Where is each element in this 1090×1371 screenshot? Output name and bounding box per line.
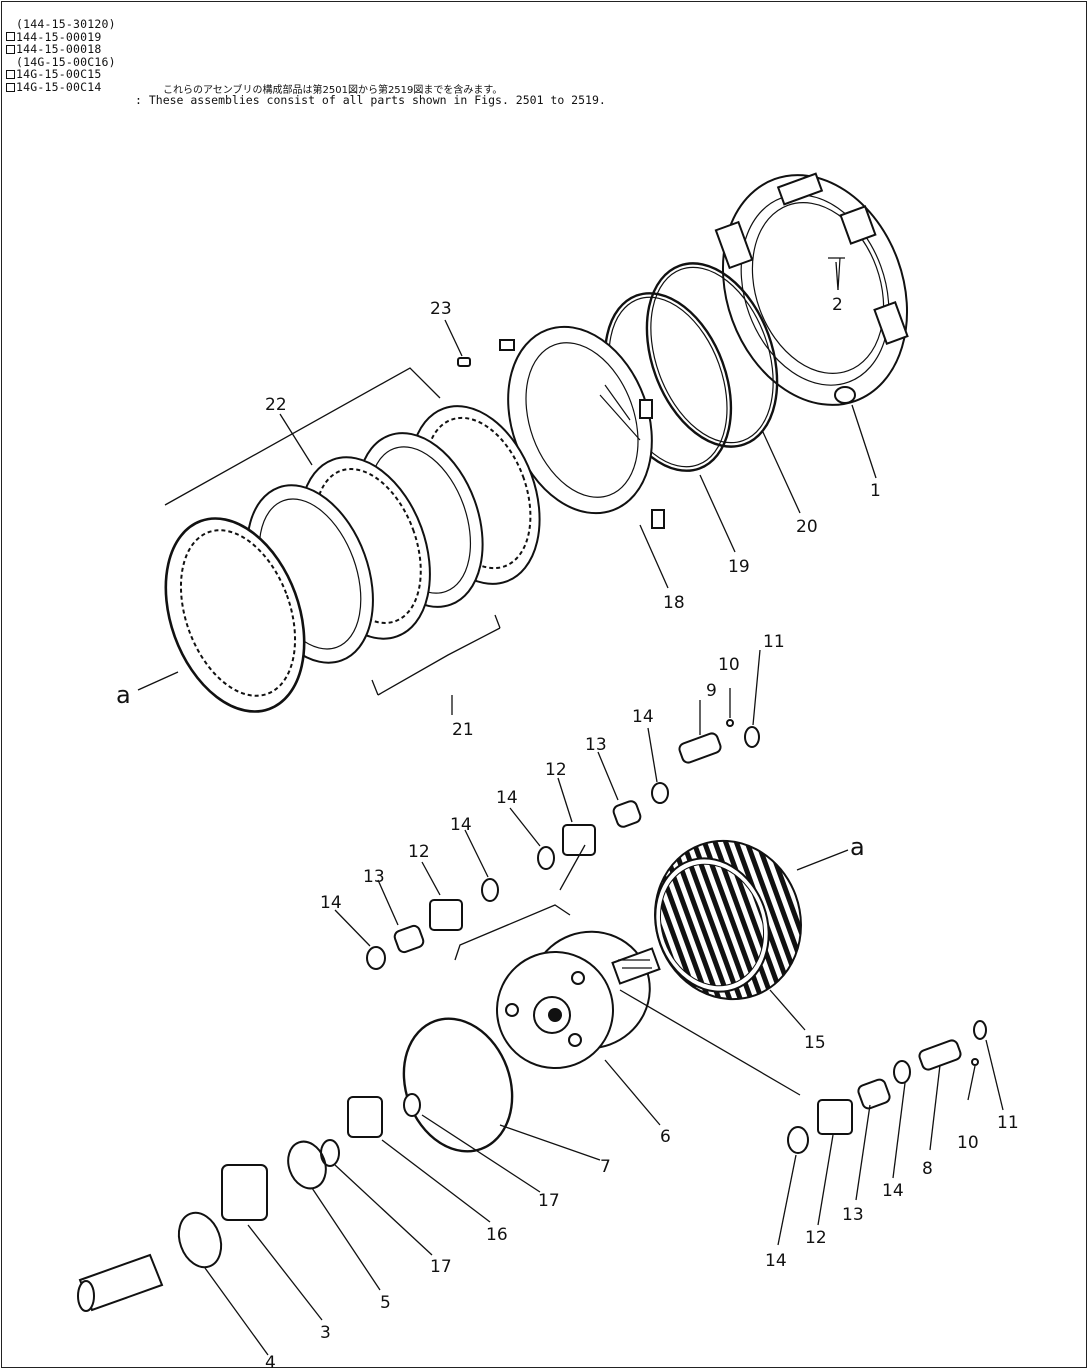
label-9: 9 bbox=[706, 681, 717, 701]
label-6: 6 bbox=[660, 1127, 671, 1147]
label-21: 21 bbox=[452, 720, 474, 740]
part-number-line: 144-15-00018 bbox=[6, 43, 116, 56]
label-a-disc: a bbox=[116, 681, 131, 709]
label-14-b: 14 bbox=[496, 788, 518, 808]
note-english: : These assemblies consist of all parts … bbox=[135, 93, 606, 107]
label-13-c: 13 bbox=[842, 1205, 864, 1225]
label-12-c: 12 bbox=[805, 1228, 827, 1248]
friction-disc-stack bbox=[164, 405, 541, 713]
carrier-part-6 bbox=[496, 930, 661, 1069]
label-23: 23 bbox=[430, 299, 452, 319]
part-number-line: 14G-15-00C14 bbox=[6, 81, 116, 94]
snap-ring-part-20 bbox=[645, 262, 779, 448]
label-8: 8 bbox=[922, 1159, 933, 1179]
part-number-list: (144-15-30120) 144-15-00019 144-15-00018… bbox=[6, 18, 116, 94]
ring-gear-part-15 bbox=[654, 839, 802, 1001]
part-number-line: (14G-15-00C16) bbox=[16, 54, 116, 69]
label-13-a: 13 bbox=[585, 735, 607, 755]
checkbox-square-icon bbox=[6, 44, 15, 54]
note-japanese: これらのアセンブリの構成部品は第2501図から第2519図までを含みます。 bbox=[163, 85, 503, 96]
label-17-b: 17 bbox=[430, 1257, 452, 1277]
label-5: 5 bbox=[380, 1293, 391, 1313]
label-10-upper: 10 bbox=[718, 655, 740, 675]
label-19: 19 bbox=[728, 557, 750, 577]
checkbox-square-icon bbox=[6, 70, 15, 80]
checkbox-square-icon bbox=[6, 82, 15, 92]
label-15: 15 bbox=[804, 1033, 826, 1053]
part-number-line: 144-15-00019 bbox=[6, 30, 116, 44]
label-17-a: 17 bbox=[538, 1191, 560, 1211]
label-10-lower: 10 bbox=[957, 1133, 979, 1153]
label-12-a: 12 bbox=[545, 760, 567, 780]
label-3: 3 bbox=[320, 1323, 331, 1343]
part-number-line: 14G-15-00C15 bbox=[6, 68, 116, 81]
label-12-b: 12 bbox=[408, 842, 430, 862]
label-20: 20 bbox=[796, 517, 818, 537]
label-14-e: 14 bbox=[882, 1181, 904, 1201]
housing-part-1 bbox=[714, 172, 909, 406]
label-14-a: 14 bbox=[632, 707, 654, 727]
label-22: 22 bbox=[265, 395, 287, 415]
leader-lines bbox=[137, 261, 1004, 1356]
callout-labels: 1 2 3 4 5 6 7 8 9 10 10 11 11 12 12 12 1… bbox=[116, 295, 1019, 1371]
end-plate-part-18 bbox=[499, 325, 665, 529]
label-14-c: 14 bbox=[450, 815, 472, 835]
label-13-b: 13 bbox=[363, 867, 385, 887]
label-4: 4 bbox=[265, 1353, 276, 1371]
pinion-lower-group bbox=[787, 1020, 987, 1154]
label-7: 7 bbox=[600, 1157, 611, 1177]
checkbox-square-icon bbox=[6, 32, 15, 42]
label-2: 2 bbox=[832, 295, 843, 315]
part-number-line: (144-15-30120) bbox=[16, 17, 116, 31]
shaft-gear-group bbox=[77, 1093, 421, 1312]
label-11-lower: 11 bbox=[997, 1113, 1019, 1133]
label-14-f: 14 bbox=[765, 1251, 787, 1271]
pin-part-23 bbox=[457, 357, 471, 367]
label-18: 18 bbox=[663, 593, 685, 613]
label-16: 16 bbox=[486, 1225, 508, 1245]
label-14-d: 14 bbox=[320, 893, 342, 913]
group-bracket-lines bbox=[164, 367, 571, 961]
label-1: 1 bbox=[870, 481, 881, 501]
label-a-ring-gear: a bbox=[850, 833, 865, 861]
label-11-upper: 11 bbox=[763, 632, 785, 652]
